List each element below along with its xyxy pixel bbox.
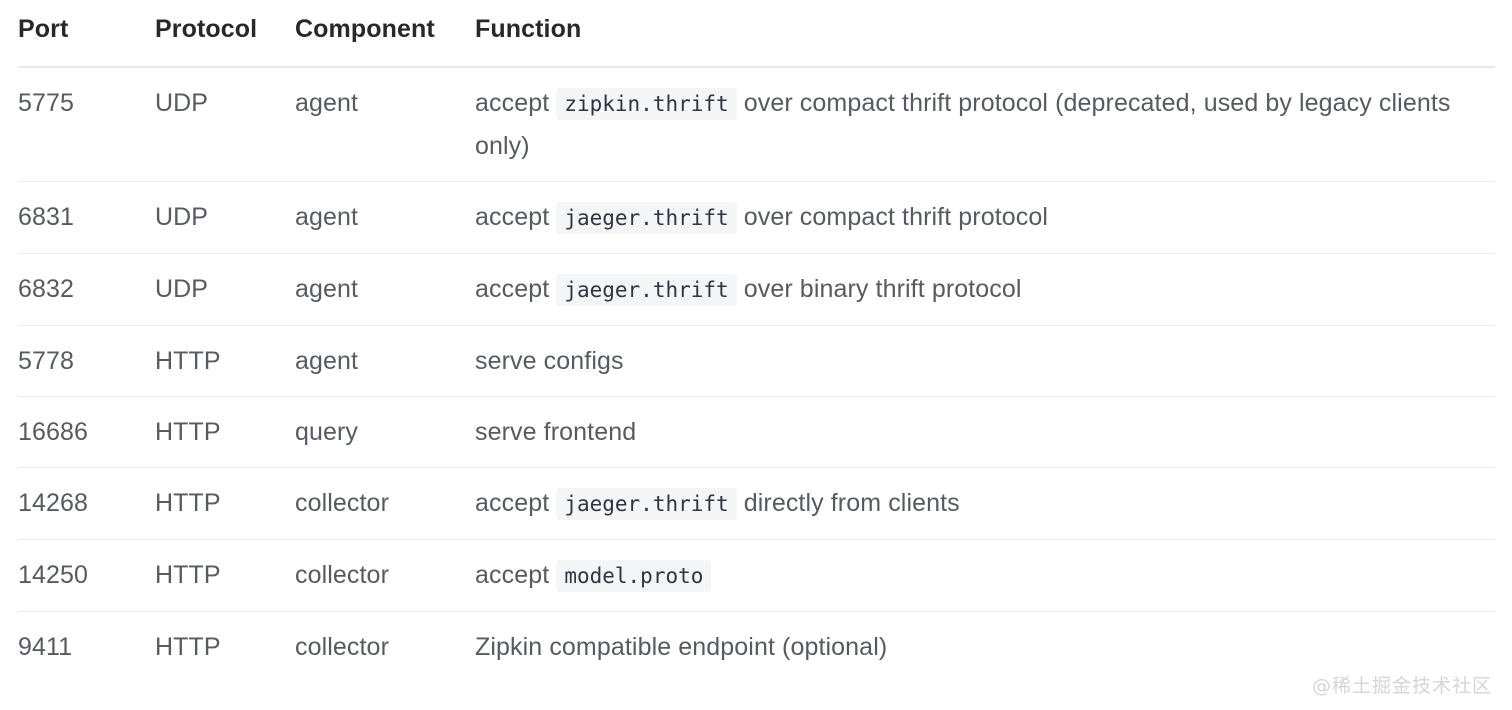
watermark: @稀土掘金技术社区 [1311,675,1492,697]
cell-component: agent [295,325,475,397]
function-text: over compact thrift protocol [736,203,1049,231]
column-header-component: Component [295,0,475,68]
function-text: accept [475,561,557,589]
cell-function: accept zipkin.thrift over compact thrift… [475,67,1495,182]
cell-function: serve frontend [475,396,1495,468]
cell-function: accept jaeger.thrift over compact thrift… [475,181,1495,254]
function-text: serve configs [475,347,624,375]
cell-function: serve configs [475,325,1495,397]
cell-function: accept model.proto [475,539,1495,612]
column-header-port: Port [18,0,155,68]
inline-code: zipkin.thrift [556,88,737,120]
cell-protocol: HTTP [155,539,295,612]
cell-protocol: UDP [155,181,295,254]
column-header-protocol: Protocol [155,0,295,68]
cell-component: query [295,396,475,468]
function-text: directly from clients [736,489,960,517]
cell-port: 6832 [18,253,155,326]
function-text: serve frontend [475,418,637,446]
function-text: accept [475,275,557,303]
cell-component: agent [295,253,475,326]
cell-protocol: HTTP [155,633,221,661]
cell-port: 9411 [18,633,73,661]
cell-function: Zipkin compatible endpoint (optional) [475,612,1495,683]
table-header: Port Protocol Component Function [18,0,1495,68]
cell-port: 14268 [18,467,155,540]
cell-protocol: HTTP [155,467,295,540]
cell-component: collector [295,467,475,540]
inline-code: jaeger.thrift [556,202,737,234]
inline-code: model.proto [556,560,712,592]
cell-protocol: UDP [155,253,295,326]
table-row: 9411 HTTP collector Zipkin compatible endpo… [18,612,1495,683]
cell-protocol: HTTP [155,396,295,468]
cell-port: 14250 [18,539,155,612]
cell-component: collector [295,539,475,612]
cell-function: accept jaeger.thrift over binary thrift … [475,253,1495,326]
cell-port: 6831 [18,181,155,254]
cell-function: accept jaeger.thrift directly from clien… [475,467,1495,540]
cell-component: agent [295,181,475,254]
cell-port: 16686 [18,396,155,468]
inline-code: jaeger.thrift [556,274,737,306]
cell-protocol: HTTP [155,325,295,397]
cell-protocol: UDP [155,67,295,182]
cell-component: agent [295,67,475,182]
function-text: accept [475,203,557,231]
function-text: accept [475,489,557,517]
function-text: over compact thrift protocol (deprecated… [475,89,1451,160]
cell-port: 5778 [18,325,155,397]
inline-code: jaeger.thrift [556,488,737,520]
function-text: accept [475,89,557,117]
cell-port: 5775 [18,67,155,182]
table-header-row: Port Protocol Component Function [18,0,1495,68]
function-text: over binary thrift protocol [736,275,1022,303]
cell-component: collector [295,633,389,661]
function-text: Zipkin compatible endpoint (optional) [475,633,888,661]
column-header-function: Function [475,0,1495,68]
